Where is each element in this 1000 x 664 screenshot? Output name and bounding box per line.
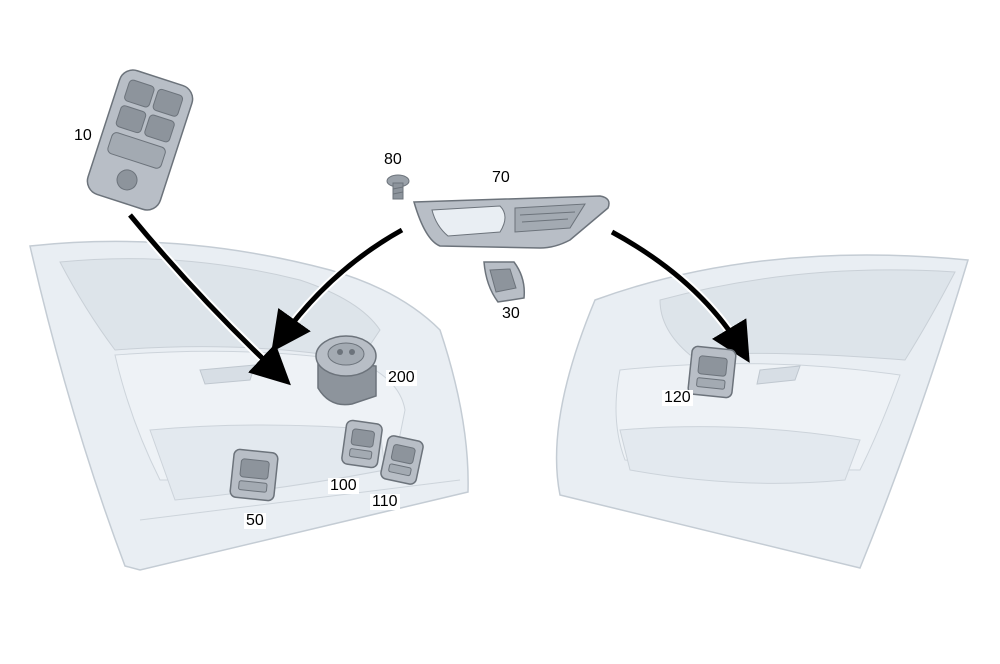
seat-adjust-switch-icon xyxy=(483,261,526,303)
callout-120: 120 xyxy=(662,389,693,406)
right-rear-door xyxy=(555,254,969,569)
rotary-mirror-switch-icon xyxy=(315,335,377,406)
rear-window-switch-icon xyxy=(687,345,737,399)
window-switch-icon xyxy=(229,448,279,502)
window-switch-icon xyxy=(380,435,424,485)
callout-80: 80 xyxy=(384,151,402,168)
callout-100: 100 xyxy=(328,477,359,494)
screw-icon xyxy=(386,174,410,200)
callout-50: 50 xyxy=(244,512,266,529)
callout-110: 110 xyxy=(370,493,400,510)
callout-30: 30 xyxy=(502,305,520,322)
leader-arrows xyxy=(126,212,750,386)
window-switch-icon xyxy=(341,419,383,469)
driver-window-switch-cluster-icon xyxy=(86,69,194,211)
callout-10: 10 xyxy=(74,127,92,144)
door-handle-trim-bezel-icon xyxy=(413,195,610,249)
callout-200: 200 xyxy=(386,369,417,386)
callout-70: 70 xyxy=(492,169,510,186)
